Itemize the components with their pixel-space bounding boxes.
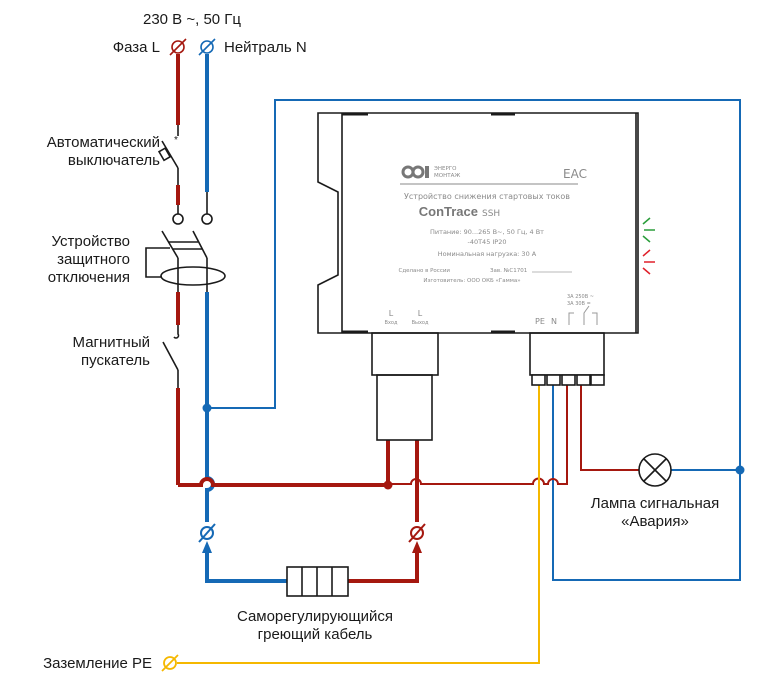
heating-cable-icon — [286, 566, 349, 597]
svg-text:Номинальная нагрузка: 30 А: Номинальная нагрузка: 30 А — [438, 250, 537, 258]
neutral-label: Нейтраль N — [224, 39, 307, 56]
phase-label: Фаза L — [113, 39, 160, 56]
rcd-icon — [145, 230, 226, 292]
rcd-label-3: отключения — [48, 269, 130, 286]
cable-label-2: греющий кабель — [258, 626, 373, 643]
ground-wire — [177, 385, 540, 664]
svg-text:-40T45 IP20: -40T45 IP20 — [467, 238, 506, 246]
svg-text:3А 30В =: 3А 30В = — [567, 301, 591, 307]
cable-phase-terminal-icon — [408, 523, 426, 553]
svg-text:3А 250В ~: 3А 250В ~ — [567, 294, 594, 300]
svg-text:ЭНЕРГО: ЭНЕРГО — [434, 166, 457, 172]
eac-mark: EAC — [563, 167, 587, 181]
svg-text:SSH: SSH — [482, 209, 500, 219]
svg-text:Вход: Вход — [385, 320, 398, 326]
phase-terminal-icon — [169, 38, 187, 56]
lamp-label-2: «Авария» — [621, 513, 689, 530]
phase-bus — [178, 477, 388, 487]
contactor-label-1: Магнитный — [73, 334, 150, 351]
svg-text:Изготовитель: ООО ОКБ «Гамма»: Изготовитель: ООО ОКБ «Гамма» — [423, 278, 520, 284]
status-led-green-icon — [642, 217, 655, 243]
svg-text:Выход: Выход — [412, 320, 429, 326]
signal-lamp-icon — [638, 453, 672, 487]
circuit-breaker-icon — [157, 140, 184, 225]
rcd-label-2: защитного — [57, 251, 130, 268]
ground-label: Заземление PE — [43, 655, 152, 672]
svg-text:Устройство снижения стартовых: Устройство снижения стартовых токов — [404, 192, 570, 201]
svg-text:Питание: 90...265 В~, 50 Гц, 4: Питание: 90...265 В~, 50 Гц, 4 Вт — [430, 228, 544, 236]
contactor-label-2: пускатель — [81, 352, 150, 369]
alarm-led-red-icon — [642, 249, 655, 275]
phase-wire: * — [174, 54, 180, 146]
device-power-wire — [388, 385, 568, 485]
svg-text:МОНТАЖ: МОНТАЖ — [434, 173, 460, 179]
lamp-label-1: Лампа сигнальная — [591, 495, 719, 512]
brand: ConTrace — [419, 204, 478, 219]
svg-text:N: N — [551, 317, 557, 326]
contrace-device: ЭНЕРГО МОНТАЖ EAC Устройство снижения ст… — [317, 112, 655, 441]
svg-text:L: L — [418, 309, 423, 318]
svg-text:Сделано в России: Сделано в России — [399, 268, 451, 274]
rcd-label-1: Устройство — [52, 233, 130, 250]
breaker-label-2: выключатель — [68, 152, 160, 169]
supply-label: 230 В ~, 50 Гц — [143, 11, 241, 28]
svg-text:*: * — [174, 135, 178, 146]
neutral-terminal-icon — [198, 38, 216, 56]
logo-icon — [401, 165, 429, 179]
svg-text:Зав. №С1701: Зав. №С1701 — [490, 268, 527, 274]
svg-text:L: L — [389, 309, 394, 318]
breaker-label-1: Автоматический — [47, 134, 160, 151]
contactor-icon — [162, 292, 180, 485]
cable-neutral-terminal-icon — [198, 523, 216, 553]
ground-terminal-icon — [161, 654, 179, 672]
neutral-control-wire — [207, 99, 741, 581]
svg-text:PE: PE — [535, 317, 545, 326]
cable-label-1: Саморегулирующийся — [237, 608, 393, 625]
neutral-breaker-terminal — [201, 213, 213, 225]
